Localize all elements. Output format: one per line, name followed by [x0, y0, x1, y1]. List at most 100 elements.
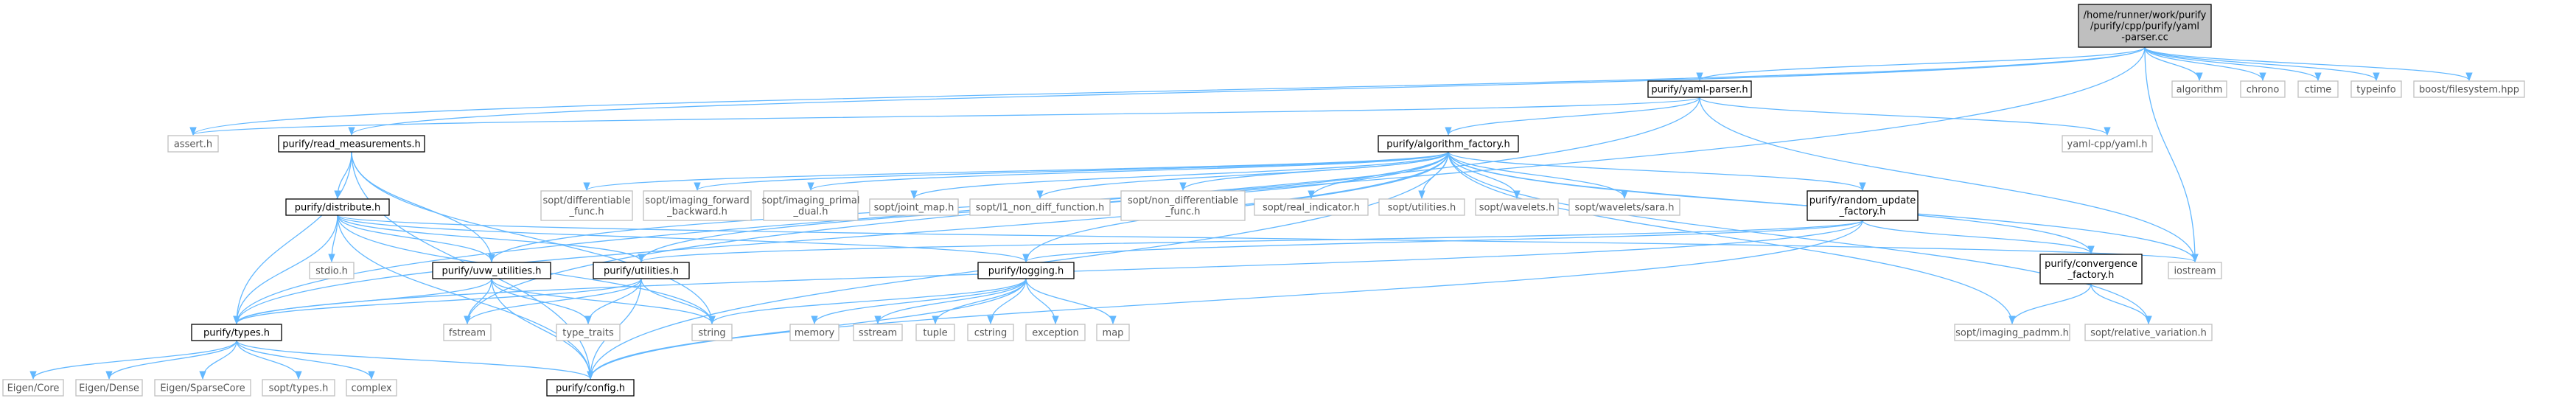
edge-utilities_h-to-type_traits	[584, 278, 642, 325]
node-label: string	[698, 328, 725, 339]
node-types-h[interactable]: purify/types.h	[191, 324, 282, 341]
node-label: sopt/wavelets.h	[1479, 203, 1555, 214]
node-label: sopt/joint_map.h	[874, 203, 954, 214]
edge-convergence_h-to-sopt_padmm	[2008, 283, 2092, 325]
node-sopt-types: sopt/types.h	[262, 379, 335, 397]
node-eigen-dense: Eigen/Dense	[75, 379, 143, 397]
node-box	[2, 379, 64, 397]
node-box	[346, 379, 397, 397]
edge-root-to-iostream	[2144, 46, 2199, 263]
edge-logging_h-to-cstring	[987, 278, 1027, 325]
node-label: _func.h	[568, 206, 604, 217]
node-root[interactable]: /home/runner/work/purify/purify/cpp/puri…	[2078, 4, 2212, 48]
edge-uvw_utilities_h-to-types_h	[233, 278, 492, 325]
node-cstring: cstring	[967, 324, 1014, 341]
node-algo-factory-h[interactable]: purify/algorithm_factory.h	[1378, 135, 1519, 153]
node-fstream: fstream	[443, 324, 492, 341]
node-label: sopt/imaging_primal	[761, 195, 859, 206]
node-label: _factory.h	[1839, 206, 1886, 217]
node-label: purify/random_update	[1809, 195, 1916, 206]
node-sopt-imfb: sopt/imaging_forward_backward.h	[643, 190, 752, 221]
node-label: sstream	[859, 328, 897, 339]
edge-types_h-to-eigen_core	[29, 340, 237, 380]
node-box	[1568, 198, 1680, 216]
node-sopt-impd: sopt/imaging_primal_dual.h	[761, 190, 860, 221]
node-iostream: iostream	[2168, 262, 2222, 279]
node-memory: memory	[789, 324, 840, 341]
node-label: _dual.h	[793, 206, 828, 217]
node-label: sopt/differentiable	[542, 195, 630, 206]
edge-root-to-typeinfo	[2144, 46, 2380, 82]
node-label: yaml-cpp/yaml.h	[2067, 139, 2148, 150]
node-complex: complex	[346, 379, 397, 397]
edge-random_update_h-to-logging_h	[1022, 220, 1863, 263]
edge-random_update_h-to-convergence_h	[1862, 220, 2095, 255]
node-distribute-h[interactable]: purify/distribute.h	[285, 198, 390, 216]
node-box	[540, 190, 633, 221]
node-box	[167, 135, 219, 153]
node-random-update-h[interactable]: purify/random_update_factory.h	[1807, 190, 1919, 221]
edge-distribute_h-to-logging_h	[337, 215, 1030, 263]
node-utilities-h[interactable]: purify/utilities.h	[593, 262, 690, 279]
node-box	[2350, 80, 2402, 98]
node-label: purify/uvw_utilities.h	[442, 266, 542, 277]
node-box	[546, 379, 635, 397]
node-box	[1378, 198, 1465, 216]
node-config-h[interactable]: purify/config.h	[546, 379, 635, 397]
edge-algo_factory_h-to-sopt_wav	[1448, 151, 1521, 200]
node-typeinfo: typeinfo	[2350, 80, 2402, 98]
edge-distribute_h-to-config_h	[337, 215, 594, 380]
node-eigen-core: Eigen/Core	[2, 379, 64, 397]
edge-random_update_h-to-utilities_h	[638, 220, 1863, 263]
edge-distribute_h-to-iostream	[337, 215, 2198, 263]
node-yaml-parser-h[interactable]: purify/yaml-parser.h	[1647, 80, 1752, 98]
edge-read_meas_h-to-distribute_h	[334, 151, 352, 200]
node-box	[443, 324, 492, 341]
edge-algo_factory_h-to-sopt_nondiff	[1179, 151, 1449, 192]
node-sopt-l1: sopt/l1_non_diff_function.h	[969, 198, 1111, 216]
node-assert-h: assert.h	[167, 135, 219, 153]
node-read-meas-h[interactable]: purify/read_measurements.h	[278, 135, 425, 153]
node-box	[967, 324, 1014, 341]
node-logging-h[interactable]: purify/logging.h	[977, 262, 1075, 279]
edge-root-to-algorithm	[2144, 46, 2203, 82]
node-label: Eigen/Dense	[79, 383, 139, 394]
edge-types_h-to-sopt_types	[236, 340, 302, 380]
node-uvw-utilities-h[interactable]: purify/uvw_utilities.h	[432, 262, 551, 279]
node-sopt-padmm: sopt/imaging_padmm.h	[1954, 324, 2070, 341]
node-yamlcpp: yaml-cpp/yaml.h	[2062, 135, 2153, 153]
node-label: sopt/imaging_forward	[645, 195, 749, 206]
node-box	[2062, 135, 2153, 153]
node-box	[2240, 80, 2286, 98]
edge-distribute_h-to-utilities_h	[337, 215, 645, 263]
node-label: purify/logging.h	[988, 266, 1064, 277]
node-box	[1254, 198, 1369, 216]
edge-read_meas_h-to-types_h	[233, 151, 352, 325]
edge-yaml_parser_h-to-algo_factory_h	[1445, 97, 1700, 136]
node-ctime: ctime	[2297, 80, 2339, 98]
edge-utilities_h-to-fstream	[464, 278, 642, 325]
edge-convergence_h-to-sopt_relvar	[2090, 283, 2152, 325]
node-label: chrono	[2247, 85, 2280, 96]
file-nodes: /home/runner/work/purify/purify/cpp/puri…	[2, 4, 2525, 397]
node-label: tuple	[923, 328, 947, 339]
node-label: purify/read_measurements.h	[282, 139, 420, 150]
node-eigen-sparse: Eigen/SparseCore	[154, 379, 251, 397]
node-box	[2297, 80, 2339, 98]
node-label: purify/config.h	[556, 383, 625, 394]
node-box	[75, 379, 143, 397]
node-box	[154, 379, 251, 397]
node-label: /purify/cpp/purify/yaml	[2090, 21, 2199, 32]
node-label: purify/utilities.h	[604, 266, 679, 277]
edge-algo_factory_h-to-random_update_h	[1448, 151, 1866, 192]
edge-root-to-fstream	[464, 46, 2146, 325]
node-box	[915, 324, 955, 341]
node-convergence-h[interactable]: purify/convergence_factory.h	[2039, 254, 2143, 285]
node-box	[853, 324, 903, 341]
edge-root-to-chrono	[2144, 46, 2266, 82]
node-label: sopt/real_indicator.h	[1263, 203, 1360, 214]
node-label: purify/types.h	[203, 328, 270, 339]
edge-root-to-yaml_parser_h	[1696, 46, 2146, 82]
node-box	[432, 262, 551, 279]
